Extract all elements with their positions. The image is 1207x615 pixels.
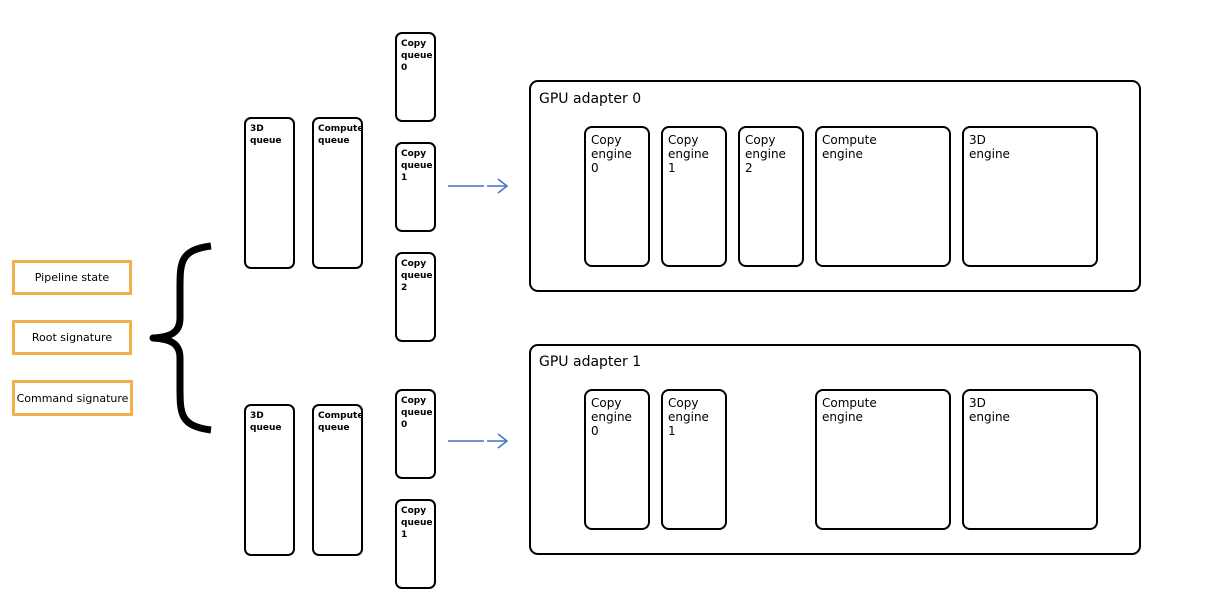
queue-3d-group1: 3D queue: [244, 404, 295, 556]
pipeline-state-label: Pipeline state: [34, 271, 110, 284]
adapter0-copy-engine-0: Copy engine 0: [584, 126, 650, 267]
copy-queue-1-group1: Copy queue 1: [395, 499, 436, 589]
adapter0-copy-engine-2: Copy engine 2: [738, 126, 804, 267]
arrow-to-adapter-1: [448, 433, 509, 449]
copy-queue-1-group0: Copy queue 1: [395, 142, 436, 232]
adapter1-3d-engine: 3D engine: [962, 389, 1098, 530]
adapter1-copy-engine-0: Copy engine 0: [584, 389, 650, 530]
root-signature-box: Root signature: [12, 320, 132, 355]
adapter0-compute-engine: Compute engine: [815, 126, 951, 267]
queue-compute-group1: Compute queue: [312, 404, 363, 556]
adapter0-copy-engine-1: Copy engine 1: [661, 126, 727, 267]
pipeline-state-box: Pipeline state: [12, 260, 132, 295]
gpu-adapter-0-title: GPU adapter 0: [539, 91, 642, 107]
root-signature-label: Root signature: [31, 331, 113, 344]
adapter1-compute-engine: Compute engine: [815, 389, 951, 530]
gpu-adapter-1-title: GPU adapter 1: [539, 354, 642, 370]
queue-compute-group0: Compute queue: [312, 117, 363, 269]
copy-queue-0-group1: Copy queue 0: [395, 389, 436, 479]
copy-queue-0-group0: Copy queue 0: [395, 32, 436, 122]
command-signature-box: Command signature: [12, 380, 133, 416]
adapter0-3d-engine: 3D engine: [962, 126, 1098, 267]
arrow-to-adapter-0: [448, 178, 509, 194]
queue-3d-group0: 3D queue: [244, 117, 295, 269]
copy-queue-2-group0: Copy queue 2: [395, 252, 436, 342]
adapter1-copy-engine-1: Copy engine 1: [661, 389, 727, 530]
command-signature-label: Command signature: [16, 391, 129, 405]
curly-brace: [149, 242, 212, 434]
